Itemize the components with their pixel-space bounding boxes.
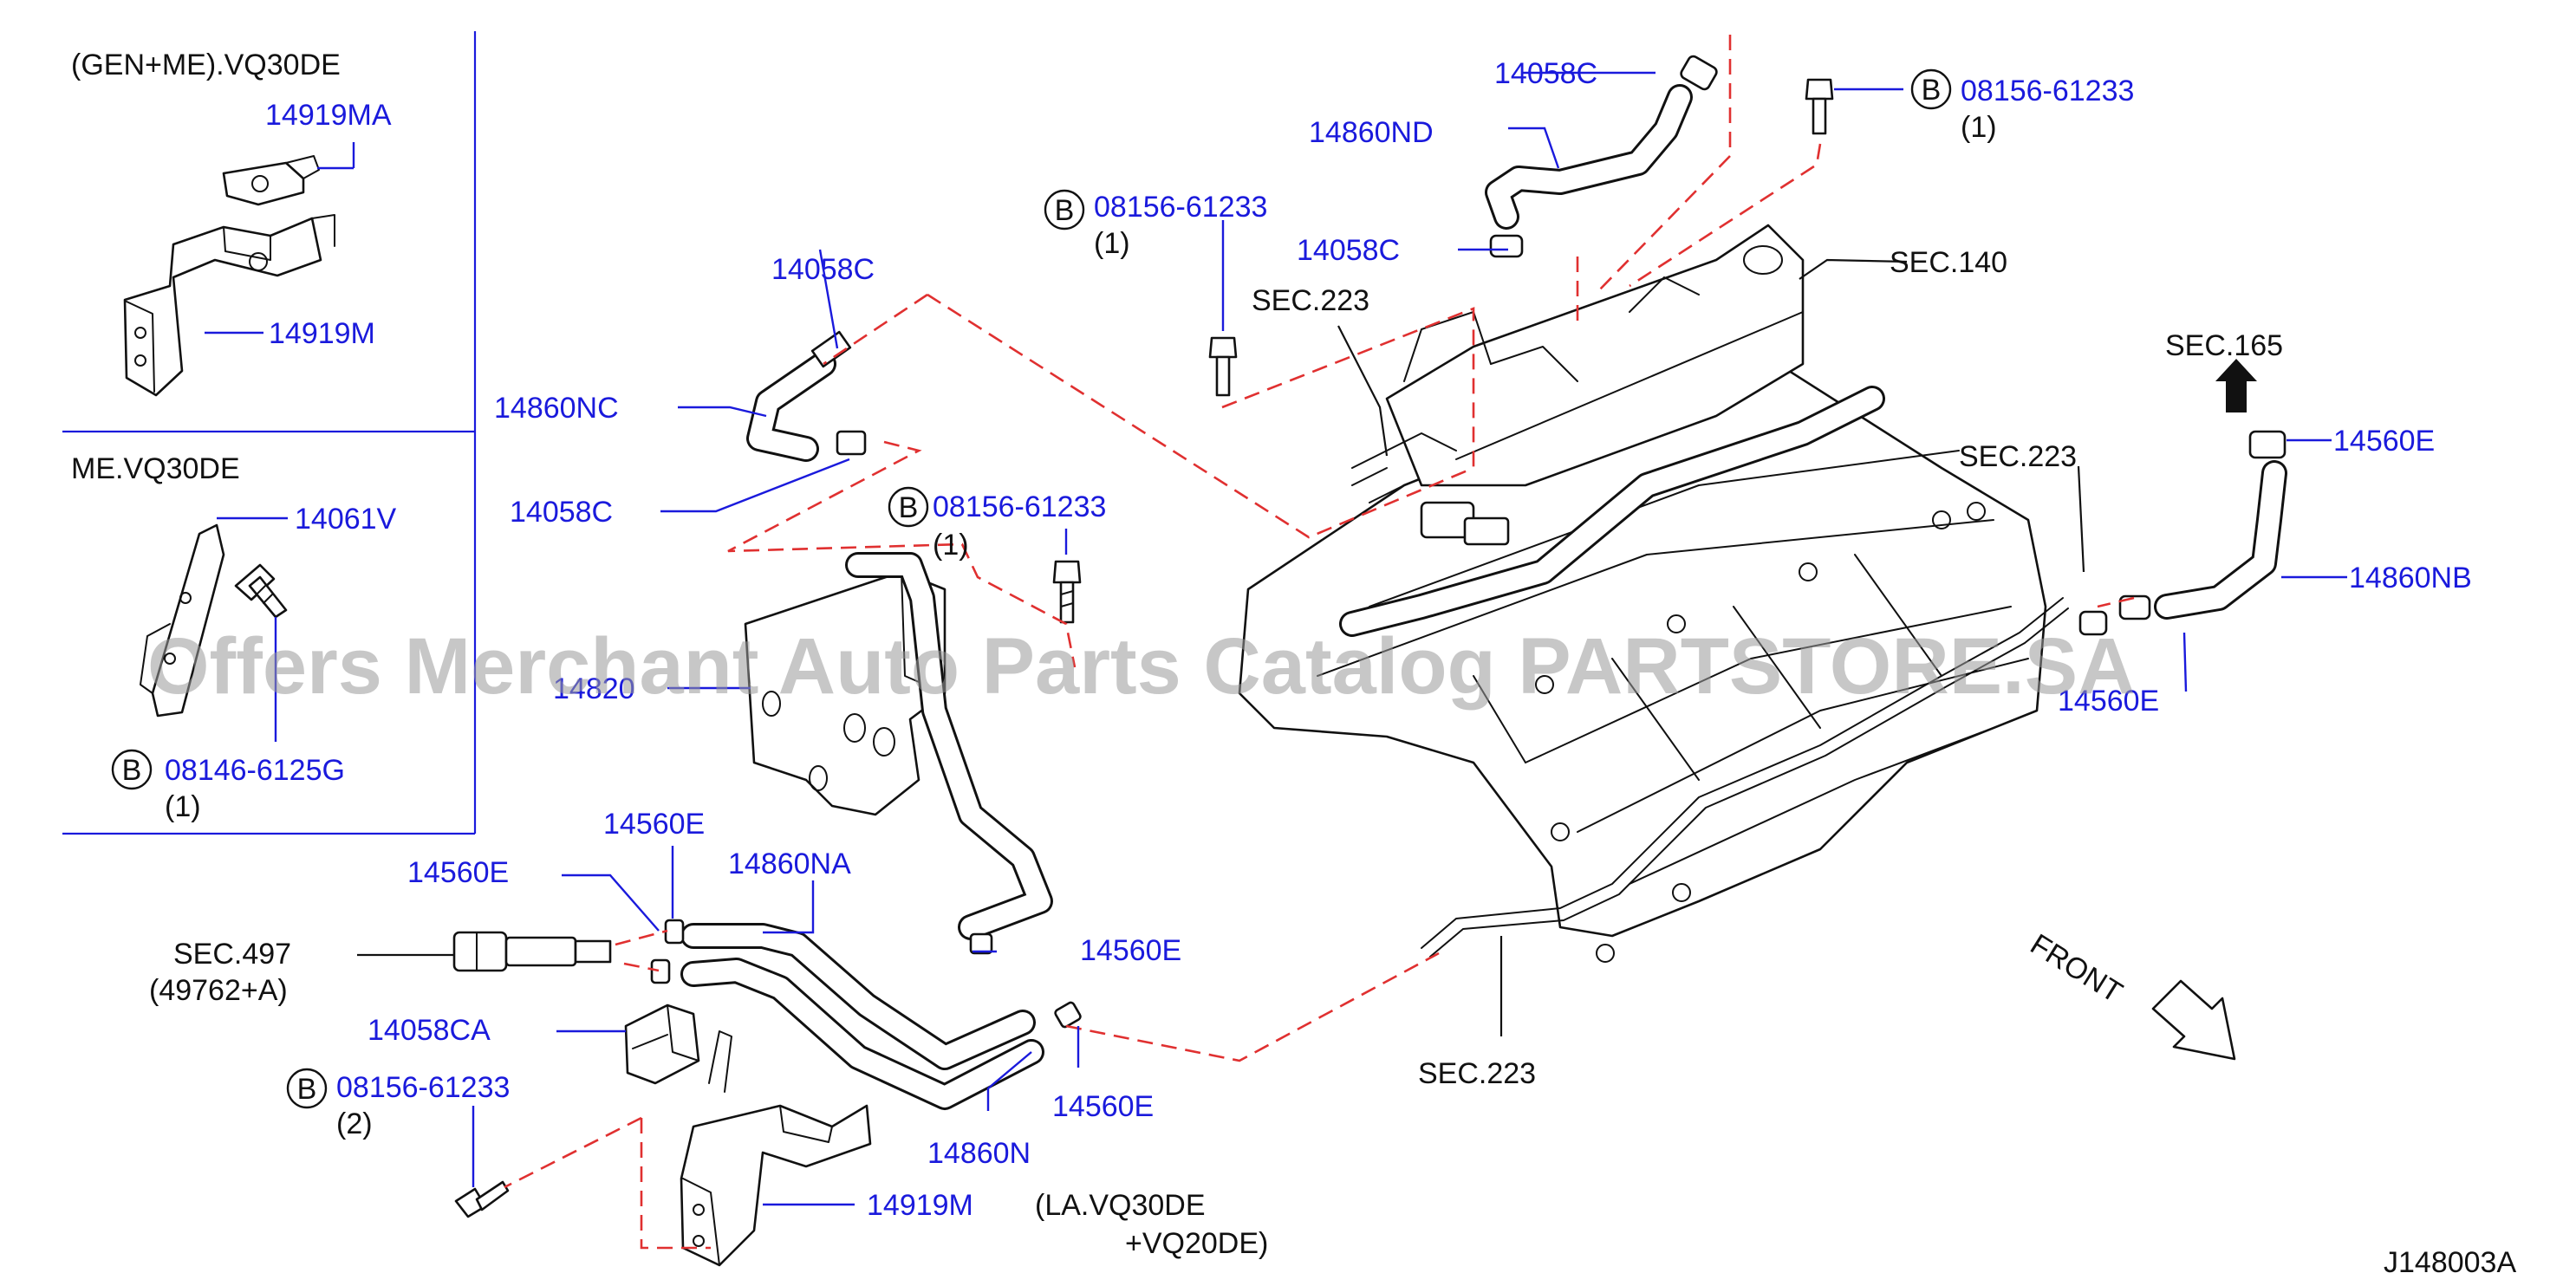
label-14058c-c: 14058C [1494,57,1597,90]
label-14058ca: 14058CA [368,1014,491,1047]
sensor-sec497 [452,931,612,972]
bolt-08156-b [454,1180,510,1218]
sec165-arrow [2215,359,2257,412]
label-14860nc: 14860NC [494,392,619,425]
label-14560e-d: 14560E [1052,1090,1154,1123]
label-08156-b: 08156-61233 [336,1071,510,1104]
bolt-marker-letter: B [899,491,919,524]
label-sec497-sub: (49762+A) [149,974,288,1007]
hose-14860nd [1485,55,1718,258]
label-14860nb: 14860NB [2349,562,2472,594]
inset-panels [62,31,477,835]
label-14058c-d: 14058C [1297,234,1400,267]
leaders [357,71,2347,1206]
clip-14058ca [624,1003,700,1085]
label-14860nd: 14860ND [1309,116,1434,149]
label-sec497: SEC.497 [173,938,291,971]
label-sec223-a: SEC.223 [1252,284,1369,317]
bolt-marker-letter: B [1055,194,1075,227]
label-14560e-f: 14560E [2058,685,2159,718]
label-14061v: 14061V [295,503,397,536]
bolt-08146-6125g [234,563,288,619]
label-14919ma: 14919MA [265,99,392,132]
label-08156-a: 08156-61233 [933,490,1106,523]
label-14560e-e: 14560E [2333,425,2435,458]
label-14860n: 14860N [927,1137,1031,1170]
bolt-08156-c [1208,336,1238,397]
bolt-marker-letter: B [297,1073,317,1106]
bolt-marker-b1: B [111,749,153,790]
hose-14860nc [746,330,867,462]
bracket-14919ma [222,155,320,206]
label-14560e-a: 14560E [603,808,705,841]
label-14560e-b: 14560E [407,856,509,889]
qty-08156-a: (1) [933,529,969,562]
qty-08156-d: (1) [1961,111,1997,144]
front-arrow [2151,979,2236,1061]
label-14860na: 14860NA [728,848,851,880]
bracket-14919m-top [123,214,335,397]
hidden-lines [504,35,2135,1250]
label-sec140: SEC.140 [1890,246,2007,279]
label-08146-6125g: 08146-6125G [165,754,345,787]
section-la: (LA.VQ30DE [1035,1189,1206,1222]
label-front: FRONT [2025,928,2128,1010]
bolt-marker-b3: B [1910,68,1952,110]
label-sec165: SEC.165 [2165,329,2283,362]
label-14058c-a: 14058C [771,253,875,286]
hose-14860nb [2078,430,2287,636]
label-14919m-bottom: 14919M [867,1189,973,1222]
qty-08156-b: (2) [336,1107,373,1140]
bolt-08156-d [1805,78,1834,135]
label-sec223-c: SEC.223 [1418,1057,1536,1090]
vacuum-tank-14820 [744,552,1053,940]
label-14820: 14820 [553,672,635,705]
qty-08146: (1) [165,790,201,823]
bolt-08156-a [1052,560,1082,624]
bracket-14061v [140,523,225,718]
bracket-14919m-bottom [680,1030,872,1267]
label-14058c-b: 14058C [510,496,613,529]
intake-manifold [1238,224,2047,963]
qty-08156-c: (1) [1094,227,1130,260]
bolt-marker-letter: B [122,754,142,787]
bolt-marker-b5: B [286,1068,328,1109]
tube-sec223-front [1421,597,2069,958]
label-14919m-top: 14919M [269,317,375,350]
labels: (GEN+ME).VQ30DE 14919MA 14919M ME.VQ30DE… [71,49,2516,1279]
section-me: ME.VQ30DE [71,452,240,485]
bolt-marker-letter: B [1922,74,1942,107]
section-gen-me: (GEN+ME).VQ30DE [71,49,341,81]
section-la-2: +VQ20DE) [1125,1227,1268,1260]
bolt-marker-b2: B [1044,189,1085,231]
label-08156-c: 08156-61233 [1094,191,1267,224]
diagram-id: J148003A [2384,1246,2516,1279]
hoses-14860na-14860n [680,923,1044,1110]
clamps-14560e-left [650,919,1082,1029]
label-14560e-c: 14560E [1080,934,1181,967]
label-sec223-b: SEC.223 [1959,440,2077,473]
watermark: Offers Merchant Auto Parts Catalog PARTS… [147,622,2136,711]
label-08156-d: 08156-61233 [1961,75,2134,107]
bolt-marker-b4: B [888,486,929,528]
